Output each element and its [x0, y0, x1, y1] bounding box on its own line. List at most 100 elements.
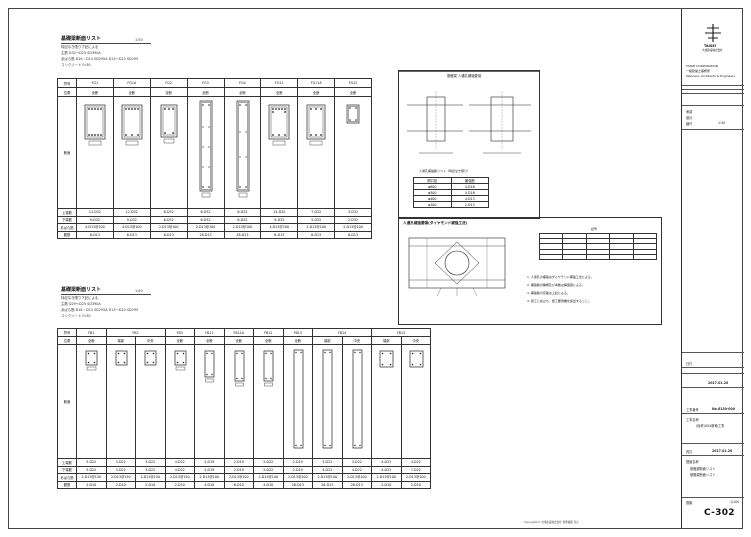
schedule2-position: 全断	[253, 336, 284, 345]
schedule2-position: 全断	[282, 336, 314, 345]
schedule1-data-row: 下端筋 9-D32 9-D32 6-D32 6-D32 6-D32 9-D32 …	[57, 215, 372, 224]
date-label: 日付	[686, 362, 693, 366]
detail2-legend-table	[538, 232, 658, 260]
detail2-note-3: 4. 施工に先立ち、施工要領書を提出すること。	[527, 299, 591, 303]
schedule1-position: 全断	[223, 87, 262, 97]
detail2-note-2: 3. 補強筋の定着は上記による。	[527, 291, 570, 295]
schedule2-header-label: 符号	[57, 328, 77, 337]
schedule1-section-cell	[186, 96, 225, 209]
schedule2-cell: 2-D13@150	[164, 473, 196, 482]
tb-divider	[682, 89, 744, 90]
schedule1-cell: 7-D32	[297, 208, 336, 217]
schedule1-section-label: 断面	[57, 96, 77, 209]
schedule1-position: 全断	[149, 87, 188, 97]
beam-section-drawing	[263, 350, 274, 387]
schedule2-position: 中央	[400, 336, 432, 345]
beam-section-drawing	[121, 104, 143, 146]
schedule1-data-row: 腹筋 6-D13 6-D13 6-D13 28-D13 28-D13 6-D13…	[57, 230, 372, 239]
schedule1-position: 全断	[112, 87, 151, 97]
schedule1-title: 基礎梁断面リスト	[61, 36, 102, 42]
schedule1-section-cell	[223, 96, 262, 209]
schedule2-cell: 7-D22	[400, 465, 432, 474]
sheet-label: 図番	[686, 501, 693, 505]
schedule1-data-row: あばら筋 4-D13@100 4-D13@100 2-D13@100 2-D13…	[57, 223, 372, 232]
schedule1-section-cell	[260, 96, 299, 209]
schedule1-cell: 6-D32	[223, 215, 262, 224]
schedule2-cell: 2-D13@100	[312, 473, 343, 482]
schedule1-position-row: 位置 全断 全断 全断 全断 全断 全断 全断 全断	[57, 87, 372, 97]
schedule1-cell: 6-D13	[297, 230, 336, 239]
detail1-table-cell: φ300	[413, 201, 452, 208]
schedule2-cell: 3-D22	[341, 458, 373, 467]
schedule2-section-cell	[105, 344, 136, 459]
schedule1-cell: 2-D13@100	[297, 223, 336, 232]
schedule2-position-row: 位置 全断 端部 中央 全断 全断 全断 全断 全断 端部 中央 端部 中央	[57, 336, 432, 345]
diamond-reinforcement-drawing	[408, 237, 506, 297]
schedule2-position: 端部	[312, 336, 343, 345]
tb-divider	[682, 443, 744, 444]
schedule2-note-2: あばら筋 D16・D13 SD295A D13〜D10 SD295	[61, 308, 139, 312]
schedule2-cell: 2-D10	[400, 480, 432, 489]
detail1-frame: 基礎梁 人通孔補強要領 人通孔補強筋リスト（特記なき限り） 開口径補強筋 φ60…	[398, 70, 540, 219]
schedule2-cell: 2-D13@150	[105, 473, 136, 482]
project-no: No.6130-000	[712, 407, 735, 411]
company-tag: Planners, Architects & Engineers	[686, 74, 736, 78]
logo-sub: 大成建設株式会社	[702, 49, 723, 52]
schedule2-cell: 4-D10	[194, 480, 225, 489]
beam-section-drawing	[236, 100, 249, 198]
schedule2-cell: 28-D13	[312, 480, 343, 489]
schedule2-cell: 2-D10	[164, 480, 196, 489]
schedule1-symbol: FG11A	[297, 78, 336, 88]
schedule2-cell: 2-D13@150	[135, 473, 166, 482]
schedule2-cell: 4-D22	[371, 458, 402, 467]
detail1-title: 基礎梁 人通孔補強要領	[447, 74, 482, 78]
schedule2-cell: 2-D10	[76, 480, 107, 489]
schedule2-data-row: 腹筋 2-D10 2-D10 2-D10 2-D10 4-D10 6-D10 4…	[57, 480, 432, 489]
schedule1-cell: 6-D32	[186, 208, 225, 217]
schedule2-section-row: 断面	[57, 344, 432, 459]
schedule2-position: 端部	[371, 336, 402, 345]
beam-section-drawing	[234, 350, 244, 387]
schedule2-symbol: FB11	[194, 328, 225, 337]
schedule2-section-cell	[341, 344, 373, 459]
schedule1-section-cell	[334, 96, 372, 209]
schedule2-cell: 2-D13@100	[282, 473, 314, 482]
company-name: TAISEI CORPORATION	[686, 64, 718, 68]
schedule1-cell: 6-D32	[223, 208, 262, 217]
schedule1-cell: 6-D13	[334, 230, 372, 239]
tb-divider	[682, 367, 744, 368]
schedule2-underline	[61, 294, 151, 295]
schedule1-cell: 2-D13@100	[149, 223, 188, 232]
beam-section-drawing	[144, 350, 157, 366]
schedule2-symbol: FB1	[76, 328, 107, 337]
schedule1-note-3: コンクリート Fc30	[61, 63, 91, 67]
schedule2-scale: 1:50	[135, 289, 143, 293]
schedule2-cell: 2-D13@100	[371, 473, 402, 482]
schedule2-cell: 2-D10	[105, 480, 136, 489]
company-sub: 一級建築士事務所	[686, 69, 711, 73]
schedule1-symbol: FG1	[76, 78, 114, 88]
schedule2-position: 中央	[341, 336, 373, 345]
schedule2-section-cell	[164, 344, 196, 459]
schedule1-data-row: 上端筋 11-D32 12-D32 8-D32 6-D32 6-D32 14-D…	[57, 208, 372, 217]
schedule2-cell: 4-D22	[164, 458, 196, 467]
schedule1-cell: 2-D13@100	[334, 223, 372, 232]
schedule2-data-row: 下端筋 3-D22 3-D22 3-D22 4-D22 2-D19 2-D19 …	[57, 465, 432, 474]
tb-divider	[682, 129, 744, 130]
schedule2-position: 全断	[76, 336, 107, 345]
schedule1-row-label: 腹筋	[57, 230, 77, 239]
beam-section-drawing	[306, 104, 326, 146]
schedule2-header-row: 符号 FB1 FB2 FB3 FB11 FB11A FB12 FB13 FB14…	[57, 328, 432, 337]
scale-value: 1:50	[718, 121, 726, 125]
schedule2-section-cell	[253, 344, 284, 459]
schedule1-symbol: FG2	[149, 78, 188, 88]
schedule2-section-cell	[194, 344, 225, 459]
drawn-label: 設計	[686, 116, 693, 120]
schedule2-cell: 28-D13	[282, 480, 314, 489]
beam-section-drawing	[199, 100, 212, 198]
tb-divider	[682, 387, 744, 388]
revision-label: 改訂	[686, 450, 693, 454]
schedule2-section-cell	[312, 344, 343, 459]
schedule2-position-label: 位置	[57, 336, 77, 345]
schedule2-symbol: FB12	[253, 328, 284, 337]
